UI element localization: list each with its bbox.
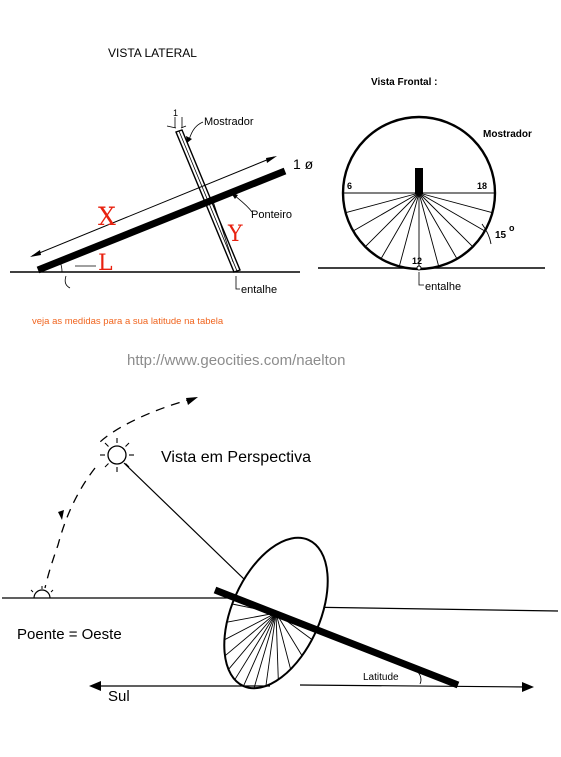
perspective-hour-line [228,612,277,670]
front-hour-line [418,192,493,214]
side-entalhe-arrow [235,276,240,290]
front-hour-line [398,192,420,267]
front-view: Vista Frontal : Mostrador 6 18 12 15 o e… [318,77,545,293]
perspective-gnomon [213,586,460,689]
perspective-hour-line [253,612,277,689]
front-hour-12: 12 [412,256,422,266]
front-hour-lines [345,192,493,269]
perspective-hour-line [275,612,279,680]
front-hour-line [364,192,420,248]
perspective-title: Vista em Perspectiva [161,449,311,466]
side-view: VISTA LATERAL 1 Mostrador 1 ø X Y [10,46,314,296]
front-hour-18: 18 [477,181,487,191]
ponteiro-arrow [233,194,253,213]
front-notch [416,265,422,271]
latitude-angle-marker [417,671,422,685]
front-entalhe-arrow [418,272,424,286]
side-entalhe-label: entalhe [241,284,277,296]
sun-icon [100,438,134,472]
south-label: Sul [108,688,130,705]
front-mostrador-label: Mostrador [483,129,532,140]
sun-path-arc [44,397,196,589]
perspective-hour-line [234,612,277,680]
front-entalhe-label: entalhe [425,281,461,293]
front-hour-line [380,192,420,260]
l-label: L [98,251,113,276]
diameter-label: 1 ø [293,156,314,172]
side-view-title: VISTA LATERAL [108,46,197,60]
thickness-label: 1 [173,108,178,118]
horizon-line-right [299,606,559,612]
latitude-angle-arc [59,261,63,273]
side-mostrador-label: Mostrador [204,116,254,128]
perspective-hour-line [226,612,277,623]
source-url: http://www.geocities.com/naelton [127,352,345,369]
angle-15-arc [481,223,492,245]
angle-15-label: 15 [495,230,507,241]
front-view-title: Vista Frontal : [371,77,438,88]
front-hour-line [418,192,486,232]
side-gnomon [36,167,287,274]
angle-15-unit: o [509,223,515,233]
front-hour-line [418,192,440,267]
front-hour-line [352,192,420,232]
direction-arrow-right [299,684,529,688]
perspective-hour-line [243,612,277,687]
front-hour-line [418,192,458,260]
perspective-hour-line [275,612,303,656]
west-label: Poente = Oeste [17,626,122,643]
perspective-hour-line [265,612,277,687]
front-hour-line [345,192,420,214]
dimension-y-arrow [211,197,234,263]
front-hour-line [418,192,474,248]
ponteiro-label: Ponteiro [251,209,292,221]
thickness-marker [166,117,187,129]
perspective-hour-line [224,612,277,641]
y-label: Y [227,222,243,247]
perspective-hour-line [275,612,292,670]
front-hour-6: 6 [347,181,352,191]
side-mostrador-arrow [188,121,204,141]
perspective-view: Vista em Perspectiva Latitude [2,397,559,705]
latitude-label: Latitude [363,672,399,683]
dimension-x-arrow [31,156,275,257]
perspective-hour-line [224,612,277,657]
side-left-curve-arrow [64,275,71,289]
front-gnomon [415,168,423,194]
x-label: X [98,202,116,231]
latitude-note: veja as medidas para a sua latitude na t… [32,316,224,327]
setting-sun-icon [30,586,54,599]
